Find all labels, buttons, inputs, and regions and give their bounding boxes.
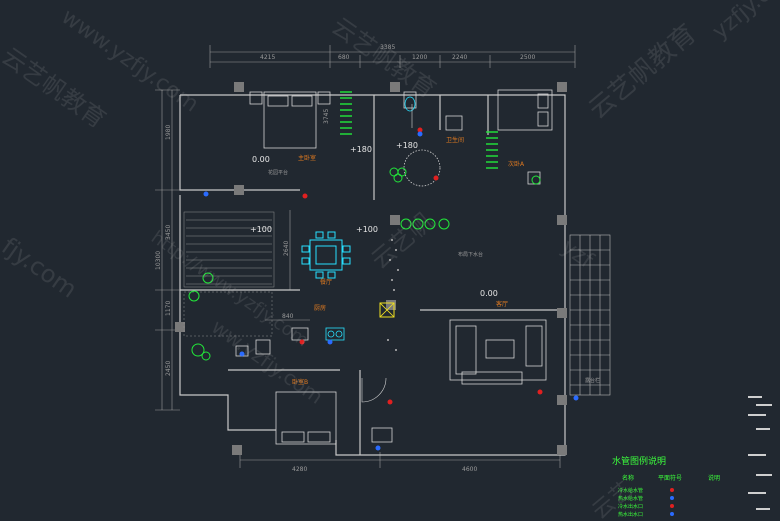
water-points — [203, 127, 579, 451]
dim-bottom-2: 4600 — [462, 466, 477, 473]
legend-symbol-4 — [670, 512, 674, 516]
level-marks: 0.00 +180 +180 +100 +100 0.00 — [250, 141, 498, 298]
dim-inner-1: 3745 — [323, 109, 330, 124]
stair-dots — [387, 239, 399, 351]
dim-inner-3: 840 — [282, 313, 294, 320]
level-corridor: +180 — [350, 145, 372, 154]
wardrobe-rack — [340, 91, 498, 169]
room-bedroom-b: 卧室B — [292, 378, 308, 386]
note-1: 花园平台 — [268, 169, 288, 176]
dim-left-4: 1170 — [165, 301, 172, 316]
dim-left-1: 1980 — [165, 125, 172, 140]
watermark-7: 云艺帆 — [366, 207, 439, 275]
legend-header-symbol: 平面符号 — [658, 474, 682, 482]
wall-columns — [175, 82, 567, 455]
margin-marks — [748, 396, 772, 510]
level-bath: +180 — [396, 141, 418, 150]
legend-title: 水管图例说明 — [612, 455, 666, 467]
second-bed — [497, 89, 553, 185]
plants — [188, 167, 541, 361]
balcony-grid — [569, 234, 611, 396]
garden-hatch — [183, 211, 275, 337]
legend-row-2: 热水给水管 — [618, 495, 643, 502]
note-2: 布局下水台 — [458, 251, 483, 258]
level-master: 0.00 — [252, 155, 270, 164]
watermark-2: yzfjy.com — [708, 0, 780, 45]
dimension-lines — [155, 45, 576, 468]
dim-inner-2: 2640 — [283, 241, 290, 256]
dim-bottom-1: 4280 — [292, 466, 307, 473]
dim-top-3: 1200 — [412, 54, 427, 61]
dim-top-4: 2240 — [452, 54, 467, 61]
room-bath: 卫生间 — [446, 136, 464, 144]
room-master: 主卧室 — [298, 154, 316, 162]
level-dining: +100 — [356, 225, 378, 234]
room-kitchen: 厨房 — [314, 304, 326, 312]
watermark-8: yzf — [557, 234, 599, 274]
dining-table — [301, 231, 351, 279]
legend: 水管图例说明 名称 平面符号 说明 冷水给水管 热水给水管 冷水出水口 热水出水… — [612, 455, 720, 518]
door-swings — [361, 104, 413, 403]
bedroom-b-bed — [275, 391, 393, 445]
dim-top-total: 3385 — [380, 44, 395, 51]
legend-row-3: 冷水出水口 — [618, 503, 643, 510]
dim-top-5: 2500 — [520, 54, 535, 61]
legend-symbol-2 — [670, 496, 674, 500]
level-garden: +100 — [250, 225, 272, 234]
legend-header-desc: 说明 — [708, 474, 720, 482]
walls — [179, 94, 566, 456]
living-sofa-set — [449, 319, 547, 385]
note-labels: 花园平台 布局下水台 露台栏 — [268, 169, 600, 384]
room-living: 客厅 — [496, 300, 508, 308]
shaft-box — [379, 302, 395, 318]
kitchen-fixtures — [235, 327, 345, 357]
legend-row-1: 冷水给水管 — [618, 487, 643, 494]
dim-left-2: 10300 — [155, 251, 162, 270]
shaft-x2 — [379, 302, 395, 318]
watermark-6: fjy.com — [0, 232, 82, 304]
legend-header-name: 名称 — [622, 474, 634, 482]
master-bed — [249, 91, 331, 149]
room-second: 次卧A — [508, 160, 525, 168]
room-dining: 餐厅 — [320, 278, 332, 286]
level-living: 0.00 — [480, 289, 498, 298]
legend-symbol-3 — [670, 504, 674, 508]
dim-left-3: 3450 — [165, 225, 172, 240]
legend-row-4: 热水出水口 — [618, 511, 643, 518]
watermark-5: 云艺帆教育 — [583, 19, 702, 126]
room-labels: 主卧室 卫生间 次卧A 餐厅 厨房 客厅 卧室B — [292, 136, 525, 386]
note-3: 露台栏 — [585, 377, 600, 384]
watermark-3: 云艺帆教育 — [0, 42, 111, 134]
dim-top-2: 680 — [338, 54, 350, 61]
dim-top-1: 4215 — [260, 54, 275, 61]
legend-symbol-1 — [670, 488, 674, 492]
dim-left-5: 2450 — [165, 361, 172, 376]
bathroom-fixtures — [403, 91, 463, 187]
dimension-labels: 3385 4215 680 1200 2240 2500 4280 4600 1… — [155, 44, 535, 473]
